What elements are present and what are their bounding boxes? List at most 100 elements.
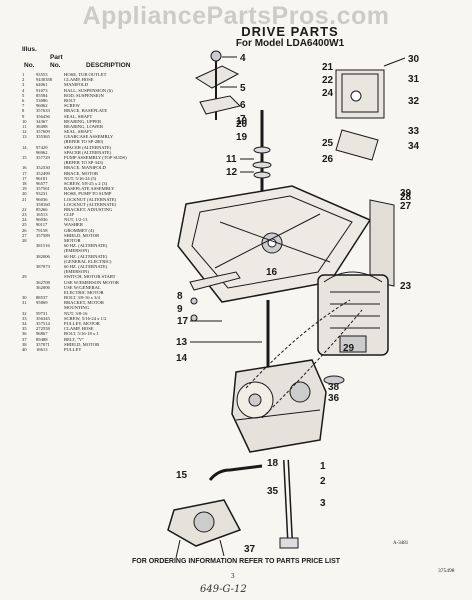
parts-cell-illus: 30 bbox=[22, 295, 27, 301]
parts-row: 381516 60 HZ. (ALTERNATE) bbox=[22, 243, 182, 248]
parts-cell-part: 59731 bbox=[36, 310, 48, 316]
parts-cell-desc: (GENERAL ELECTRIC) bbox=[64, 258, 112, 264]
parts-cell-illus: 29 bbox=[22, 274, 27, 280]
parts-cell-desc: NUT, 5/16-24 (5) bbox=[64, 175, 97, 181]
parts-cell-part: 352499 bbox=[36, 170, 50, 176]
callout-38: 38 bbox=[328, 382, 340, 393]
parts-cell-illus: 14 bbox=[22, 144, 27, 150]
parts-cell-desc: BOLT, 3/8-16 x 3/4 bbox=[64, 295, 100, 301]
parts-cell-illus: 21 bbox=[22, 196, 27, 202]
parts-cell-illus: 16 bbox=[22, 165, 27, 171]
parts-cell-desc: ROD, SUSPENSION bbox=[64, 92, 104, 98]
parts-cell-desc: SHIELD, MOTOR bbox=[64, 232, 100, 238]
parts-cell-illus: 37 bbox=[22, 336, 27, 342]
parts-row: MOUNTING bbox=[22, 305, 182, 310]
parts-cell-part: 89488 bbox=[36, 336, 48, 342]
callout-28: 28 bbox=[400, 192, 412, 203]
parts-cell-part: 382006 bbox=[36, 253, 50, 259]
callout-labels: 4 5 6 7 8 9 10 11 12 13 14 15 16 17 18 1… bbox=[176, 53, 420, 555]
model-subtitle: For Model LDA6400W1 bbox=[235, 38, 345, 49]
parts-cell-part: 85266 bbox=[36, 206, 48, 212]
header-description: DESCRIPTION bbox=[86, 62, 131, 69]
parts-cell-part: 53086 bbox=[36, 97, 48, 103]
parts-row: (REFER TO SP-343) bbox=[22, 160, 182, 165]
header-no: No. bbox=[24, 62, 35, 69]
header-part: Part bbox=[50, 54, 63, 61]
parts-cell-desc: 60 HZ. (ALTERNATE) bbox=[64, 263, 108, 269]
parts-cell-desc: GEARCASE ASSEMBLY bbox=[64, 134, 114, 140]
parts-cell-illus: 20 bbox=[22, 191, 27, 197]
callout-19: 19 bbox=[236, 132, 248, 143]
parts-cell-illus: 5 bbox=[22, 92, 25, 98]
parts-cell-part: 357071 bbox=[36, 341, 50, 347]
parts-cell-part: 90117 bbox=[36, 222, 48, 228]
parts-cell-desc: GROMMET (4) bbox=[64, 227, 94, 233]
callout-16: 16 bbox=[266, 267, 278, 278]
callout-4: 4 bbox=[240, 53, 246, 64]
callout-7: 7 bbox=[240, 114, 246, 125]
parts-cell-desc: (REFER TO SP-280) bbox=[64, 139, 104, 145]
parts-cell-desc: LOCKNUT (ALTERNATE) bbox=[64, 201, 117, 207]
parts-cell-desc: BRACE, MOTOR bbox=[64, 170, 99, 176]
parts-cell-desc: WASHER bbox=[64, 222, 83, 228]
parts-row: (REFER TO SP-280) bbox=[22, 139, 182, 144]
parts-cell-desc: LOCKNUT (ALTERNATE) bbox=[64, 196, 117, 202]
parts-cell-part: 357589 bbox=[36, 232, 50, 238]
parts-cell-desc: 60 HZ. (ALTERNATE) bbox=[64, 243, 108, 249]
parts-cell-part: 356456 bbox=[36, 113, 50, 119]
parts-cell-illus: 2 bbox=[22, 77, 25, 83]
parts-cell-desc: SWITCH, MOTOR START bbox=[64, 274, 116, 280]
callout-34: 34 bbox=[408, 141, 420, 152]
parts-cell-desc: SCREW, 5/8-25 x 2 (3) bbox=[64, 180, 108, 186]
parts-cell-part: 38498 bbox=[36, 123, 48, 129]
callout-9: 9 bbox=[177, 304, 183, 315]
parts-cell-desc: MOTOR bbox=[64, 238, 81, 243]
parts-cell-illus: 24 bbox=[22, 217, 27, 223]
callout-39: 39 bbox=[400, 188, 412, 199]
parts-cell-desc: BALL, SUSPENSION (6) bbox=[64, 87, 113, 93]
parts-cell-illus: 36 bbox=[22, 331, 27, 337]
parts-cell-illus: 19 bbox=[22, 186, 27, 192]
parts-cell-part: 381516 bbox=[36, 243, 50, 249]
callout-11: 11 bbox=[226, 154, 237, 165]
parts-cell-desc: USE W/GENERAL bbox=[64, 284, 101, 290]
header-illus: Illus. bbox=[22, 46, 37, 53]
parts-cell-part: 96036 bbox=[36, 196, 48, 202]
parts-cell-illus: 35 bbox=[22, 326, 27, 332]
parts-cell-part: 16513 bbox=[36, 212, 48, 218]
parts-cell-illus: 26 bbox=[22, 227, 27, 233]
parts-cell-desc: BOLT bbox=[64, 97, 76, 103]
callout-26: 26 bbox=[322, 154, 334, 165]
parts-cell-part: 88537 bbox=[36, 295, 48, 301]
callout-10: 10 bbox=[236, 116, 248, 127]
callout-29: 29 bbox=[343, 343, 355, 354]
parts-cell-part: 357609 bbox=[36, 129, 50, 135]
callout-22: 22 bbox=[322, 75, 334, 86]
parts-cell-desc: CLAMP, HOSE bbox=[64, 326, 94, 332]
parts-cell-desc: HOSE, PUMP TO SUMP bbox=[64, 191, 112, 197]
parts-cell-part: 355365 bbox=[36, 134, 50, 140]
handwritten-note: 649-G-12 bbox=[200, 584, 247, 595]
header-part-no: No. bbox=[50, 62, 61, 69]
callout-23: 23 bbox=[400, 281, 412, 292]
callout-20: 20 bbox=[236, 119, 248, 130]
parts-cell-desc: ELECTRIC MOTOR bbox=[64, 289, 104, 295]
callout-24: 24 bbox=[322, 88, 334, 99]
parts-cell-illus: 7 bbox=[22, 103, 25, 109]
ordering-footer: FOR ORDERING INFORMATION REFER TO PARTS … bbox=[131, 558, 341, 565]
parts-cell-desc: HOSE, TUB OUTLET bbox=[64, 72, 107, 77]
